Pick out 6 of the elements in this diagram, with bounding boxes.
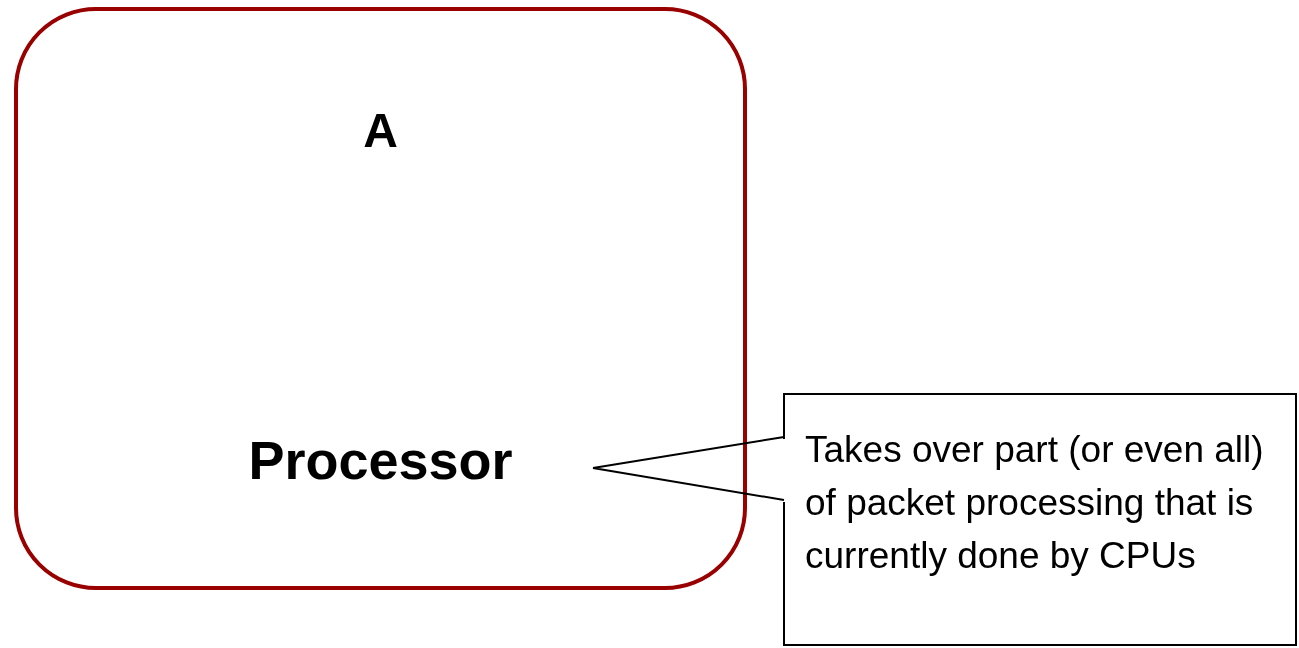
callout-box [783,393,1297,646]
processor-label: A [362,107,399,155]
callout-text: Takes over part (or even all) of packet processing that is currently done by CPUs [805,428,1265,578]
processor-box [14,7,747,590]
processor-title: Processor [247,433,514,487]
callout-pointer [592,436,785,501]
